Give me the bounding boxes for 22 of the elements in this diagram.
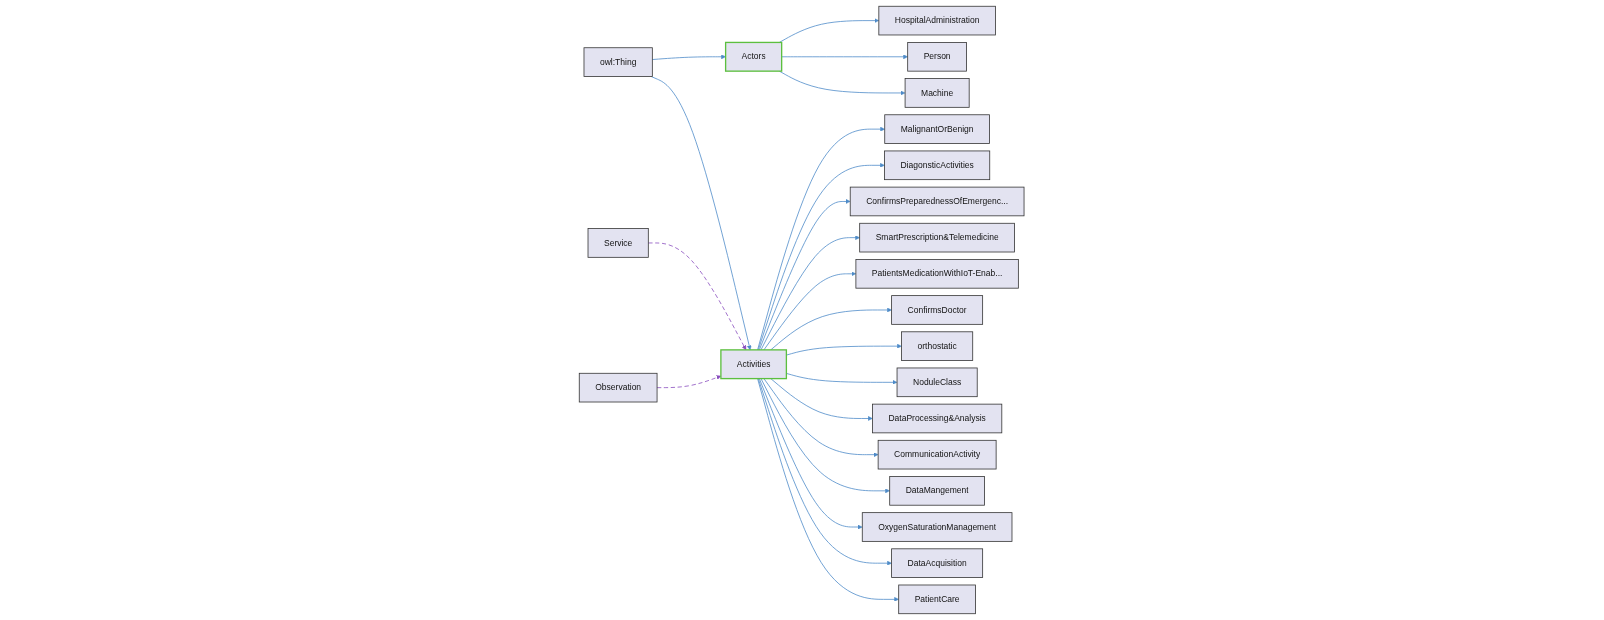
node-box: orthostatic bbox=[901, 331, 974, 361]
node-box: NoduleClass bbox=[897, 367, 978, 398]
node-box: DataProcessing&Analysis bbox=[872, 403, 1003, 434]
node-box: DiagonsticActivities bbox=[884, 150, 991, 181]
node-box: owl:Thing bbox=[583, 47, 654, 77]
node-box: Service bbox=[587, 228, 650, 258]
node-box: Machine bbox=[905, 78, 970, 108]
node-box: Activities bbox=[720, 349, 788, 380]
node-box: PatientCare bbox=[898, 584, 977, 615]
node-box: Actors bbox=[725, 41, 783, 72]
node-box: CommunicationActivity bbox=[878, 439, 997, 470]
node-box: ConfirmsDoctor bbox=[891, 295, 984, 325]
node-box: ConfirmsPreparednessOfEmergenc... bbox=[850, 186, 1025, 217]
node-box: HospitalAdministration bbox=[878, 5, 997, 36]
node-box: DataMangement bbox=[889, 476, 986, 506]
node-box: DataAcquisition bbox=[891, 548, 984, 578]
node-box: Person bbox=[907, 42, 968, 72]
node-box: MalignantOrBenign bbox=[884, 114, 991, 144]
node-box: OxygenSaturationManagement bbox=[862, 512, 1013, 542]
node-box: Observation bbox=[579, 372, 658, 403]
node-box: PatientsMedicationWithIoT-Enab... bbox=[855, 259, 1020, 289]
node-box: SmartPrescription&Telemedicine bbox=[859, 222, 1016, 253]
